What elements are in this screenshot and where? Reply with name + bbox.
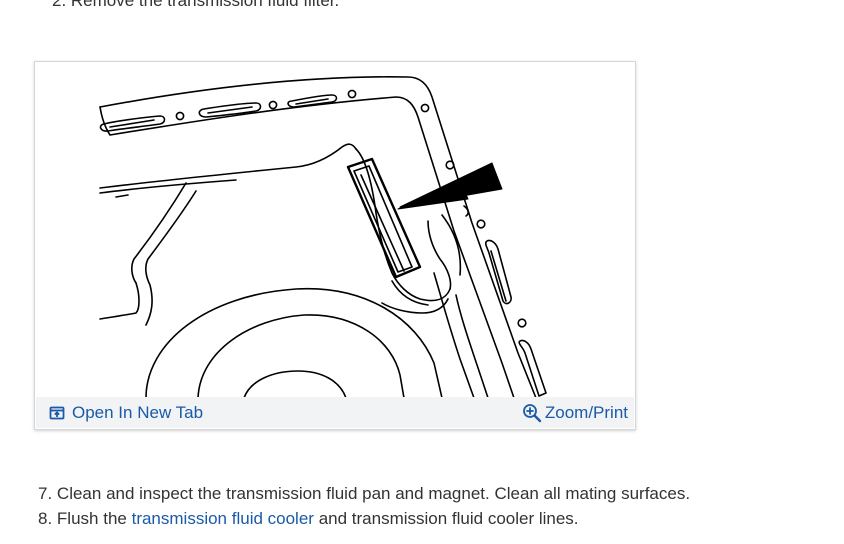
open-in-new-tab-label: Open In New Tab: [72, 403, 204, 422]
zoom-print-button[interactable]: Zoom/Print: [522, 402, 628, 424]
step-8-text-before: Flush the: [56, 509, 127, 528]
open-new-tab-icon: [49, 405, 65, 421]
zoom-in-icon: [522, 403, 542, 423]
step-8: 8. Flush the transmission fluid cooler a…: [38, 506, 690, 531]
transmission-fluid-cooler-link[interactable]: transmission fluid cooler: [131, 509, 314, 528]
step-8-number: 8.: [38, 509, 53, 528]
procedure-steps: 7. Clean and inspect the transmission fl…: [38, 481, 690, 531]
zoom-print-label: Zoom/Print: [544, 403, 628, 422]
step-7-number: 7.: [38, 484, 53, 503]
step-2-text: 2. Remove the transmission fluid filter.: [52, 0, 340, 10]
step-7: 7. Clean and inspect the transmission fl…: [38, 481, 690, 506]
figure-toolbar: Open In New Tab Zoom/Print: [36, 397, 634, 428]
open-in-new-tab-button[interactable]: Open In New Tab: [49, 402, 203, 424]
figure-card: Open In New Tab Zoom/Print: [34, 61, 636, 430]
step-7-text: Clean and inspect the transmission fluid…: [56, 484, 691, 503]
step-8-text-after: and transmission fluid cooler lines.: [318, 509, 579, 528]
transmission-pan-diagram: [36, 63, 634, 398]
